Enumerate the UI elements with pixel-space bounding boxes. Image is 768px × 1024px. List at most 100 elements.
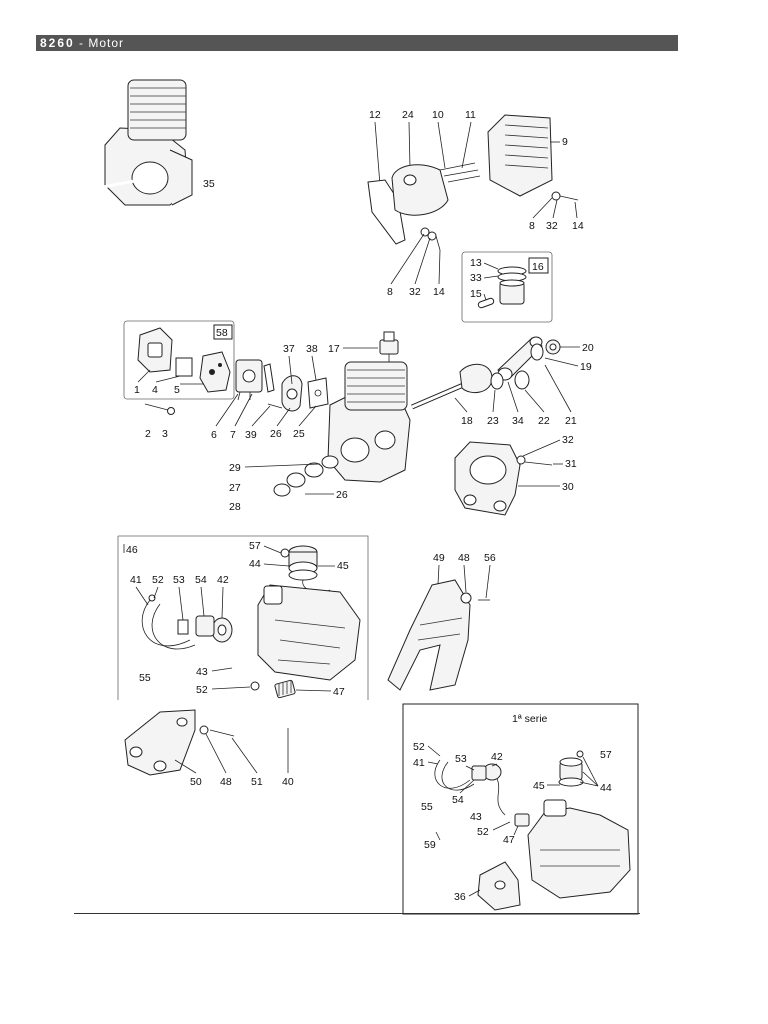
page-bottom-rule xyxy=(74,913,640,914)
ignition-coil-illustration xyxy=(137,327,173,373)
kit-number-frame-58 xyxy=(213,324,233,340)
fuel-kit-bracket xyxy=(117,535,369,700)
return-hose-illustration xyxy=(141,599,196,650)
callout-20: 20 xyxy=(582,342,594,354)
callout-47: 47 xyxy=(333,686,345,698)
inset-cap-illustration xyxy=(558,757,584,787)
callout-26-upper: 26 xyxy=(270,428,282,440)
callout-19: 19 xyxy=(580,361,592,373)
conrod-washer-illustration xyxy=(530,343,544,361)
support-screw-illustration xyxy=(199,725,235,737)
callout-32-upper: 32 xyxy=(546,220,558,232)
callout-10: 10 xyxy=(432,109,444,121)
section-header-bar: 8260 - Motor xyxy=(36,35,678,51)
callout-8-upper: 8 xyxy=(529,220,535,232)
callout-57: 57 xyxy=(249,540,261,552)
mount-screw-illustration xyxy=(516,455,553,466)
callout-9: 9 xyxy=(562,136,568,148)
engine-assembly-illustration xyxy=(97,79,193,206)
callout-34: 34 xyxy=(512,415,524,427)
fuel-cap-illustration xyxy=(288,545,331,593)
hose-clip-small-illustration xyxy=(148,594,156,602)
hand-guard-illustration xyxy=(387,579,471,691)
module-illustration xyxy=(199,351,231,393)
callout-14-lower: 14 xyxy=(433,286,445,298)
carburetor-gasket-illustration xyxy=(263,363,275,393)
inset-callout-45: 45 xyxy=(533,780,545,792)
callout-52-hose: 52 xyxy=(152,574,164,586)
callout-56: 56 xyxy=(484,552,496,564)
callout-43: 43 xyxy=(196,666,208,678)
intake-gasket-illustration xyxy=(307,377,329,409)
inset-callout-57: 57 xyxy=(600,749,612,761)
inset-return-hose-illustration xyxy=(434,759,475,791)
section-name: Motor xyxy=(88,36,125,50)
piston-kit-box xyxy=(461,251,553,323)
inset-callout-53: 53 xyxy=(455,753,467,765)
callout-17: 17 xyxy=(328,343,340,355)
callout-48-guard: 48 xyxy=(458,552,470,564)
callout-54: 54 xyxy=(195,574,207,586)
header-separator: - xyxy=(74,36,89,50)
callout-58: 58 xyxy=(216,327,228,339)
callout-41: 41 xyxy=(130,574,142,586)
coil-spacer-illustration xyxy=(175,357,193,377)
callout-2: 2 xyxy=(145,428,151,440)
inset-callout-44: 44 xyxy=(600,782,612,794)
callout-30: 30 xyxy=(562,481,574,493)
spark-plug-illustration xyxy=(379,331,399,362)
callout-4: 4 xyxy=(152,384,158,396)
conrod-nut-illustration xyxy=(545,339,561,355)
callout-22: 22 xyxy=(538,415,550,427)
callout-7: 7 xyxy=(230,429,236,441)
inset-callout-59: 59 xyxy=(424,839,436,851)
inset-callout-55: 55 xyxy=(421,801,433,813)
muffler-screws-illustration xyxy=(439,162,481,183)
callout-39: 39 xyxy=(245,429,257,441)
callout-40: 40 xyxy=(282,776,294,788)
callout-21: 21 xyxy=(565,415,577,427)
callout-1: 1 xyxy=(134,384,140,396)
callout-16: 16 xyxy=(532,261,544,273)
cap-screw-illustration xyxy=(280,548,290,558)
callout-25: 25 xyxy=(293,428,305,440)
callout-28: 28 xyxy=(229,501,241,513)
crankshaft-illustration xyxy=(411,363,493,410)
callout-49: 49 xyxy=(433,552,445,564)
callout-32-lower: 32 xyxy=(409,286,421,298)
callout-29: 29 xyxy=(229,462,241,474)
fuel-filter-illustration xyxy=(274,679,296,699)
engine-support-illustration xyxy=(124,709,196,776)
inset-callout-42: 42 xyxy=(491,751,503,763)
coil-screw-illustration xyxy=(144,403,175,415)
muffler-nut-illustration xyxy=(420,227,441,251)
engine-mount-illustration xyxy=(454,441,521,516)
inset-callout-47: 47 xyxy=(503,834,515,846)
callout-14-upper: 14 xyxy=(572,220,584,232)
callout-11: 11 xyxy=(465,109,476,121)
muffler-illustration xyxy=(391,164,449,216)
model-number: 8260 xyxy=(40,36,75,50)
inset-callout-41: 41 xyxy=(413,757,425,769)
callout-6: 6 xyxy=(211,429,217,441)
section-header-title: 8260 - Motor xyxy=(40,35,124,51)
inset-filter-illustration xyxy=(514,813,530,827)
callout-55: 55 xyxy=(139,672,151,684)
inset-cap-screw-illustration xyxy=(576,750,584,758)
piston-rings-illustration xyxy=(497,266,527,282)
ignition-kit-box xyxy=(123,320,235,400)
callout-46: 46 xyxy=(126,544,138,556)
callout-15: 15 xyxy=(470,288,482,300)
cover-screw-illustration xyxy=(551,191,579,201)
inset-hose-illustration xyxy=(494,774,506,816)
callout-3: 3 xyxy=(162,428,168,440)
inset-callout-54: 54 xyxy=(452,794,464,806)
cylinder-cover-illustration xyxy=(487,114,553,197)
callout-45: 45 xyxy=(337,560,349,572)
inset-callout-36: 36 xyxy=(454,891,466,903)
callout-27: 27 xyxy=(229,482,241,494)
inset-support-illustration xyxy=(477,861,521,911)
callout-50: 50 xyxy=(190,776,202,788)
callout-48-support: 48 xyxy=(220,776,232,788)
piston-illustration xyxy=(499,279,525,305)
